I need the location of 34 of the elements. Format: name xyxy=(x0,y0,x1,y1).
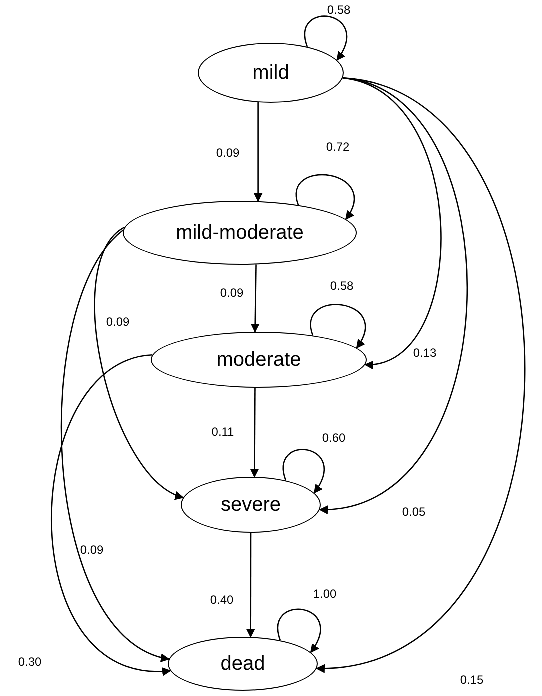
probability-label: 0.09 xyxy=(80,544,104,556)
probability-label: 0.13 xyxy=(413,347,437,359)
arrow xyxy=(250,264,260,333)
arrow xyxy=(246,533,256,638)
probability-label: 0.40 xyxy=(210,594,234,606)
arrow xyxy=(94,226,184,498)
probability-label: 1.00 xyxy=(313,588,337,600)
arrow xyxy=(61,230,170,661)
self-loop-arrow xyxy=(304,16,348,62)
probability-label: 0.05 xyxy=(402,506,426,518)
probability-label: 0.15 xyxy=(460,674,484,686)
self-loop-arrow xyxy=(310,304,366,349)
state-label: dead xyxy=(220,654,266,674)
arrow xyxy=(51,354,172,675)
self-loop-arrow xyxy=(296,174,356,220)
arrow xyxy=(254,102,263,202)
state-label: moderate xyxy=(216,350,302,370)
state-label: mild xyxy=(252,63,290,83)
probability-label: 0.60 xyxy=(322,432,346,444)
probability-label: 0.58 xyxy=(327,4,351,16)
arrow xyxy=(316,78,526,672)
self-loop-arrow xyxy=(282,449,325,494)
probability-label: 0.09 xyxy=(106,316,130,328)
arrow xyxy=(250,388,260,478)
probability-label: 0.72 xyxy=(326,141,350,153)
state-label: severe xyxy=(220,495,282,515)
probability-label: 0.30 xyxy=(18,656,42,668)
probability-label: 0.09 xyxy=(220,287,244,299)
probability-label: 0.09 xyxy=(216,147,240,159)
state-label: mild-moderate xyxy=(176,223,304,243)
arrow xyxy=(319,78,468,513)
probability-label: 0.58 xyxy=(330,280,354,292)
probability-label: 0.11 xyxy=(212,426,234,438)
self-loop-arrow xyxy=(278,608,322,654)
